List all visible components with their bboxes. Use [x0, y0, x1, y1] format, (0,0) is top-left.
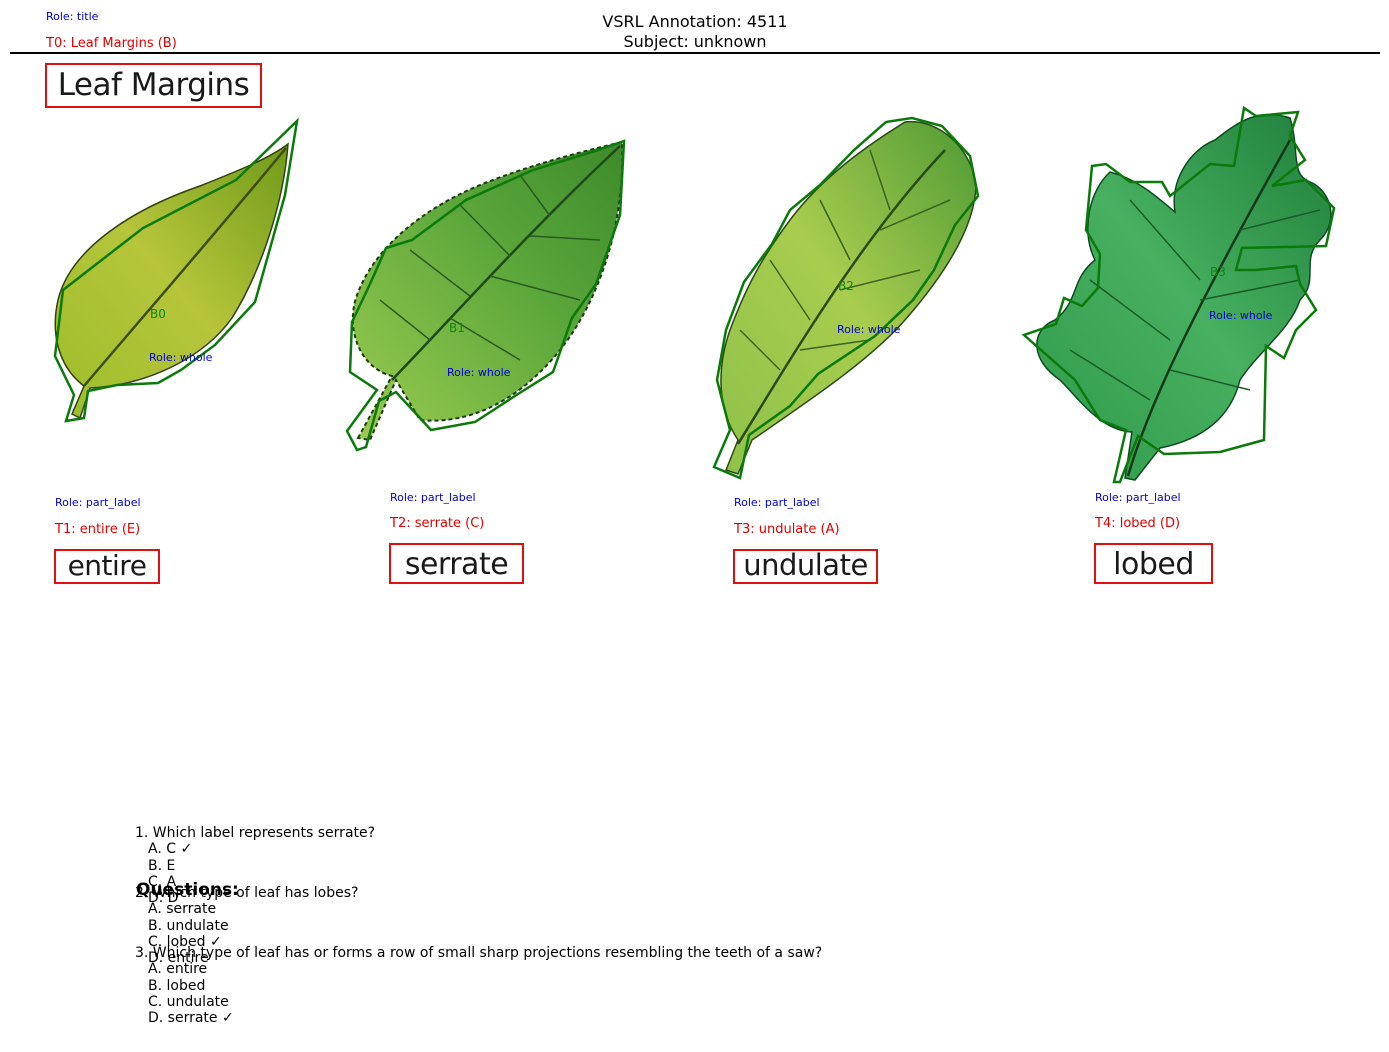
option: A. serrate — [148, 901, 217, 918]
subject-line: Subject: unknown — [623, 32, 767, 51]
option: D. entire — [148, 950, 209, 967]
option: B. E — [148, 857, 176, 874]
part-label-role: Role: part_label — [734, 496, 820, 509]
part-label-box: serrate — [389, 543, 524, 584]
leaf-b2-id: B2 — [838, 279, 854, 293]
title-role: Role: title — [46, 10, 99, 23]
part-label-box-text: serrate — [404, 547, 509, 582]
leaf-b1-polygon — [345, 139, 626, 452]
leaf-b3-role: Role: whole — [1209, 309, 1273, 322]
title-box: Leaf Margins — [45, 63, 262, 108]
leaf-b3-polygon — [1021, 105, 1336, 484]
leaf-b1-id: B1 — [449, 321, 465, 335]
part-label-t1: T1: entire (E) — [55, 522, 141, 537]
part-label-t3: T3: undulate (A) — [734, 522, 840, 537]
part-label-box: lobed — [1094, 543, 1213, 584]
option: A. entire — [148, 961, 208, 978]
part-label-t2: T2: serrate (C) — [390, 516, 485, 531]
option: B. lobed — [148, 977, 206, 994]
part-label-box: undulate — [733, 548, 878, 584]
part-label-role: Role: part_label — [1095, 491, 1181, 504]
questions-heading: Questions: — [136, 880, 239, 900]
leaf-b3-id: B3 — [1210, 265, 1226, 279]
part-label-box-text: undulate — [743, 548, 868, 582]
option: C. A — [148, 873, 177, 890]
title-box-text: Leaf Margins — [57, 67, 250, 103]
lobed-leaf — [1036, 113, 1332, 481]
entire-leaf — [54, 142, 289, 420]
annotation-title: VSRL Annotation: 4511 — [602, 12, 788, 31]
question-text: 2. Which type of leaf has lobes? — [135, 885, 359, 901]
leaf-b0-id: B0 — [150, 307, 166, 321]
undulate-leaf — [720, 121, 977, 475]
leaf-b2-role: Role: whole — [837, 323, 901, 336]
option: C. lobed ✓ — [148, 933, 222, 950]
leaf-diagram: B0 Role: whole B1 Role: whole B2 Role: w… — [53, 105, 1336, 484]
question-3: 3. Which type of leaf has or forms a row… — [135, 945, 822, 1026]
question-text: 3. Which type of leaf has or forms a row… — [135, 945, 823, 961]
part-label-box: entire — [54, 549, 160, 584]
leaf-b2-polygon — [712, 116, 980, 480]
question-2: 2. Which type of leaf has lobes? A. serr… — [135, 885, 358, 966]
option: A. C ✓ — [148, 841, 193, 858]
part-label-box-text: lobed — [1113, 547, 1194, 582]
serrate-leaf — [351, 140, 624, 442]
part-label-role: Role: part_label — [55, 496, 141, 509]
leaf-b0-polygon — [53, 117, 299, 423]
option: D. D — [148, 890, 179, 907]
part-label-role: Role: part_label — [390, 491, 476, 504]
title-label: T0: Leaf Margins (B) — [46, 36, 177, 51]
part-label-box-text: entire — [67, 549, 147, 582]
question-1: 1. Which label represents serrate? A. C … — [135, 825, 375, 906]
leaf-b1-role: Role: whole — [447, 366, 511, 379]
option: C. undulate — [148, 993, 229, 1010]
header-divider — [10, 52, 1380, 54]
option: D. serrate ✓ — [148, 1010, 234, 1027]
question-text: 1. Which label represents serrate? — [135, 825, 376, 841]
option: B. undulate — [148, 917, 229, 934]
part-label-t4: T4: lobed (D) — [1095, 516, 1181, 531]
leaf-b0-role: Role: whole — [149, 351, 213, 364]
